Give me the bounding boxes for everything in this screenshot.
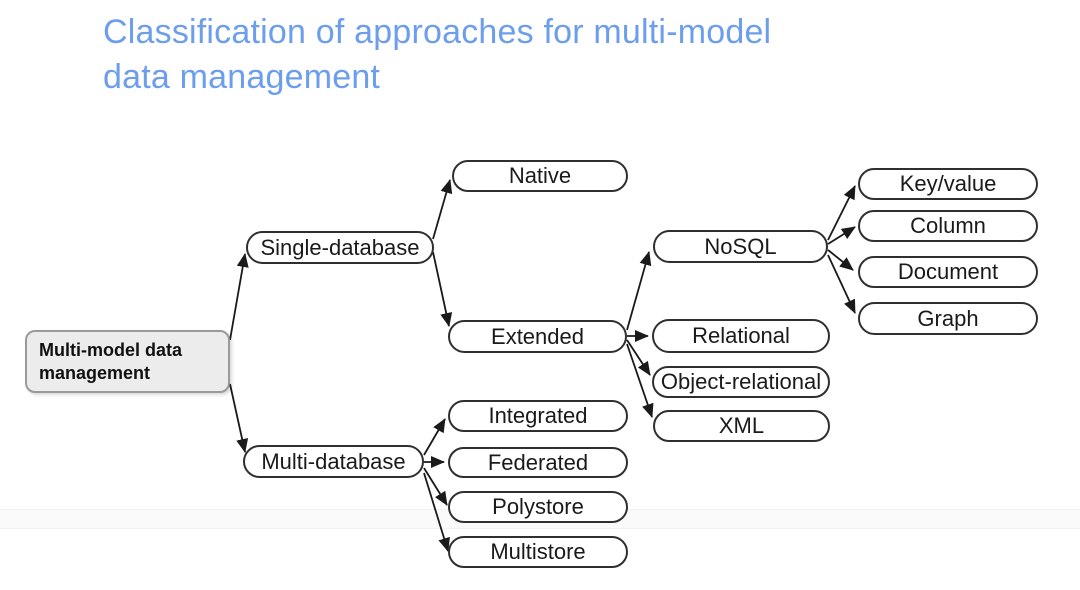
- node-integrated: Integrated: [448, 400, 628, 432]
- node-document: Document: [858, 256, 1038, 288]
- edge-multi-database-to-integrated: [423, 418, 446, 456]
- edge-extended-to-object-relational: [626, 339, 651, 376]
- node-object-relational: Object-relational: [652, 366, 830, 398]
- edge-extended-to-xml: [626, 343, 654, 418]
- edge-root-to-multi-database: [229, 383, 249, 453]
- node-relational: Relational: [652, 319, 830, 353]
- edge-nosql-to-key-value: [827, 185, 856, 241]
- node-native: Native: [452, 160, 628, 192]
- edge-root-to-single-database: [229, 253, 249, 341]
- edge-multi-database-to-polystore: [423, 467, 448, 506]
- node-nosql: NoSQL: [653, 230, 828, 263]
- edge-extended-to-nosql: [626, 251, 652, 331]
- node-multistore: Multistore: [448, 536, 628, 568]
- page-title-line-2: data management: [103, 58, 381, 96]
- node-key-value: Key/value: [858, 168, 1038, 200]
- node-column: Column: [858, 210, 1038, 242]
- node-multi-database: Multi-database: [243, 445, 424, 478]
- edge-nosql-to-document: [827, 249, 854, 271]
- node-federated: Federated: [448, 447, 628, 478]
- node-extended: Extended: [448, 320, 627, 353]
- edge-single-database-to-native: [432, 179, 453, 240]
- node-polystore: Polystore: [448, 491, 628, 523]
- node-graph: Graph: [858, 302, 1038, 335]
- node-single-database: Single-database: [246, 231, 434, 264]
- page-title-line-1: Classification of approaches for multi-m…: [103, 13, 772, 51]
- edge-nosql-to-graph: [827, 254, 856, 314]
- edge-nosql-to-column: [827, 226, 856, 245]
- edge-single-database-to-extended: [432, 251, 453, 327]
- node-multi-model-data-management: Multi-model data management: [25, 330, 230, 393]
- root-node-label: Multi-model data management: [39, 340, 182, 383]
- page-title: Classification of approaches for multi-m…: [103, 10, 771, 100]
- node-xml: XML: [653, 410, 830, 442]
